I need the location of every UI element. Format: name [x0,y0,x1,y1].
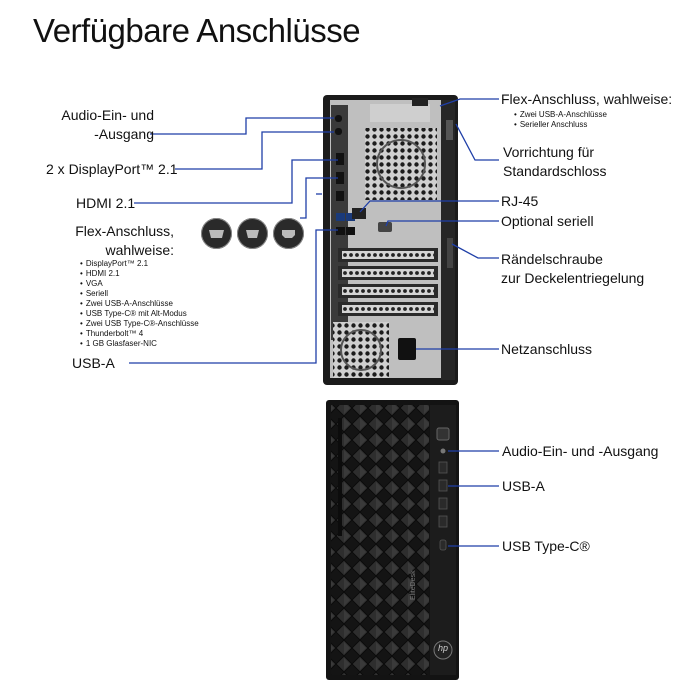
label-thumbscrew-line2: zur Deckelentriegelung [501,270,645,286]
label-audio-front: Audio-Ein- und -Ausgang [502,443,659,459]
flex-top-options: Zwei USB-A-Anschlüsse Serieller Anschlus… [514,110,607,130]
flex-option: Zwei USB Type-C®-Anschlüsse [80,319,199,329]
label-usb-a-front: USB-A [502,478,545,494]
label-thumbscrew: Rändelschraube zur Deckelentriegelung [501,250,644,288]
label-flex-left: Flex-Anschluss, wahlweise: [68,222,174,260]
flex-option: USB Type-C® mit Alt-Modus [80,309,199,319]
label-hdmi: HDMI 2.1 [76,195,136,211]
label-flex-left-line1: Flex-Anschluss, [75,223,174,239]
callout-lines [129,98,499,547]
label-flex-top: Flex-Anschluss, wahlweise: [501,91,673,107]
rear-chassis [323,95,458,385]
label-power: Netzanschluss [501,341,593,357]
label-flex-left-line2: wahlweise: [105,242,174,258]
label-displayport: 2 x DisplayPort™ 2.1 [46,161,178,177]
model-text: EliteDesk [410,570,417,600]
flex-option: DisplayPort™ 2.1 [80,259,199,269]
label-lock-slot: Vorrichtung für Standardschloss [503,143,607,181]
label-rj45: RJ-45 [501,193,539,209]
label-thumbscrew-line1: Rändelschraube [501,251,603,267]
label-lock-line1: Vorrichtung für [503,144,595,160]
flex-option: Seriell [80,289,199,299]
flex-option: HDMI 2.1 [80,269,199,279]
label-audio-rear-line1: Audio-Ein- und [61,107,154,123]
flex-option: Zwei USB-A-Anschlüsse [80,299,199,309]
hp-logo: hp [437,643,448,653]
flex-options-list: DisplayPort™ 2.1 HDMI 2.1 VGA Seriell Zw… [80,259,199,349]
label-audio-rear-line2: -Ausgang [94,126,154,142]
flex-option: VGA [80,279,199,289]
front-chassis [326,400,459,680]
label-usb-c-front: USB Type-C® [502,538,590,554]
flex-option: 1 GB Glasfaser-NIC [80,339,199,349]
label-serial-optional: Optional seriell [501,213,594,229]
label-usb-a-rear: USB-A [72,355,115,371]
page-title: Verfügbare Anschlüsse [33,12,361,49]
flex-top-option: Zwei USB-A-Anschlüsse [514,110,607,120]
label-lock-line2: Standardschloss [503,163,607,179]
flex-option: Thunderbolt™ 4 [80,329,199,339]
flex-top-option: Serieller Anschluss [514,120,607,130]
label-audio-rear: Audio-Ein- und -Ausgang [40,106,154,144]
